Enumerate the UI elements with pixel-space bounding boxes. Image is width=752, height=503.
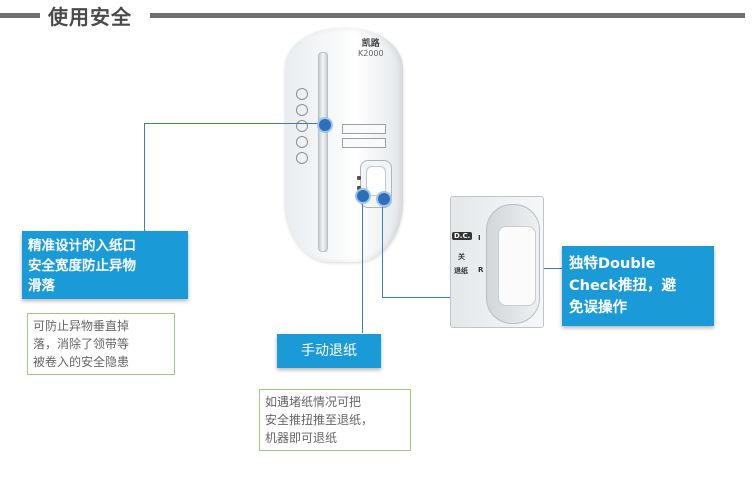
callout-manual-title: 手动退纸 — [277, 334, 381, 368]
header-bar-right — [150, 13, 745, 18]
callout-manual-note: 如遇堵纸情况可把 安全推扭推至退纸， 机器即可退纸 — [259, 389, 411, 451]
connector-line — [382, 297, 451, 298]
warning-icon — [296, 88, 308, 100]
indicator-light — [357, 176, 361, 180]
callout-line: 安全宽度防止异物 — [28, 258, 136, 274]
zoom-label-off: 关 — [458, 253, 465, 261]
note-line: 如遇堵纸情况可把 — [265, 395, 362, 409]
callout-line: 精准设计的入纸口 — [28, 238, 136, 254]
note-line: 被卷入的安全隐患 — [33, 355, 130, 369]
connector-line — [382, 198, 383, 298]
note-line: 安全推扭推至退纸， — [265, 413, 374, 427]
device-label — [342, 138, 386, 148]
callout-line: 滑落 — [28, 278, 55, 294]
zoom-label-r: R — [478, 266, 484, 274]
zoom-badge: D.C. — [452, 232, 473, 240]
callout-entry-title: 精准设计的入纸口 安全宽度防止异物 滑落 — [22, 231, 188, 299]
switch-zoom-knob — [498, 226, 536, 306]
paper-entry-slot — [318, 52, 328, 252]
logo-brand: 凯路 — [361, 39, 380, 49]
callout-line: Check推扭，避 — [569, 278, 677, 294]
connector-line — [144, 123, 145, 231]
callout-line: 独特Double — [569, 256, 656, 272]
note-line: 可防止异物垂直掉 — [33, 319, 130, 333]
note-line: 落，消除了领带等 — [33, 337, 130, 351]
warning-icon — [296, 104, 308, 116]
connector-line — [538, 268, 562, 269]
device-logo: 凯路 K2000 — [358, 39, 384, 59]
callout-double-check: 独特Double Check推扭，避 免误操作 — [562, 246, 714, 326]
connector-line — [362, 195, 363, 333]
page-title: 使用安全 — [48, 5, 132, 29]
callout-line: 免误操作 — [569, 300, 627, 316]
logo-model: K2000 — [358, 49, 384, 58]
zoom-label-i: I — [478, 234, 481, 242]
zoom-label-return: 退纸 — [454, 267, 468, 275]
warning-icon — [296, 136, 308, 148]
device-label — [342, 124, 386, 134]
connector-line — [144, 123, 324, 124]
warning-icon — [296, 152, 308, 164]
callout-marker — [376, 191, 392, 207]
callout-entry-note: 可防止异物垂直掉 落，消除了领带等 被卷入的安全隐患 — [27, 313, 175, 375]
note-line: 机器即可退纸 — [265, 431, 338, 445]
warning-icon — [296, 120, 308, 132]
callout-marker — [317, 117, 333, 133]
callout-marker — [355, 188, 371, 204]
header-bar-left — [0, 13, 40, 18]
